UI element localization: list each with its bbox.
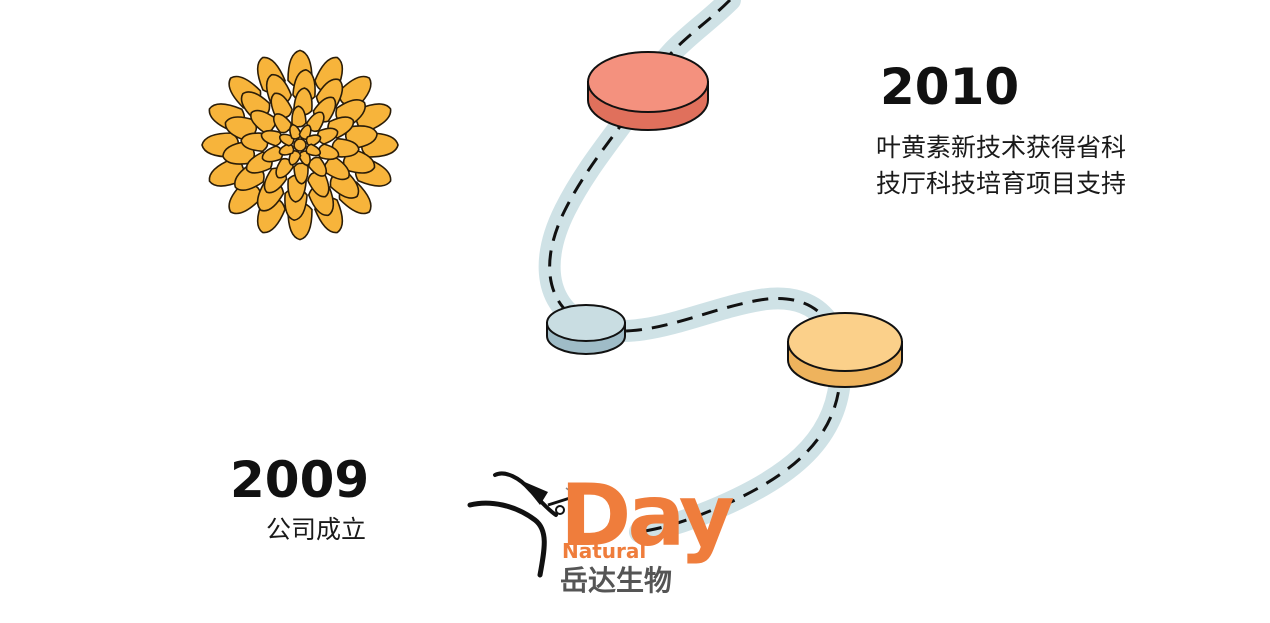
marigold-petal (305, 143, 322, 157)
milestone-year-2010: 2010 (880, 58, 1020, 116)
logo-sub: Natural (562, 539, 646, 563)
milestone-desc-2009: 公司成立 (266, 515, 367, 544)
milestone-desc-2010-line-2: 技厅科技培育项目支持 (876, 169, 1127, 198)
marigold-petal (272, 113, 292, 134)
marigold-center (293, 138, 307, 152)
logo-cn: 岳达生物 (560, 564, 672, 597)
milestone-disc-middle (546, 304, 626, 355)
milestone-desc-2010: 叶黄素新技术获得省科 技厅科技培育项目支持 (876, 130, 1196, 202)
marigold-petal (308, 156, 328, 177)
marigold-petal (317, 143, 340, 161)
logo-word: Day (560, 466, 734, 566)
milestone-disc-yellow (787, 312, 903, 388)
logo-figure-icon (467, 471, 583, 578)
milestone-year-2009: 2009 (230, 451, 370, 509)
milestone-disc-2010 (587, 51, 709, 131)
milestone-desc-2010-line-1: 叶黄素新技术获得省科 (876, 133, 1127, 162)
